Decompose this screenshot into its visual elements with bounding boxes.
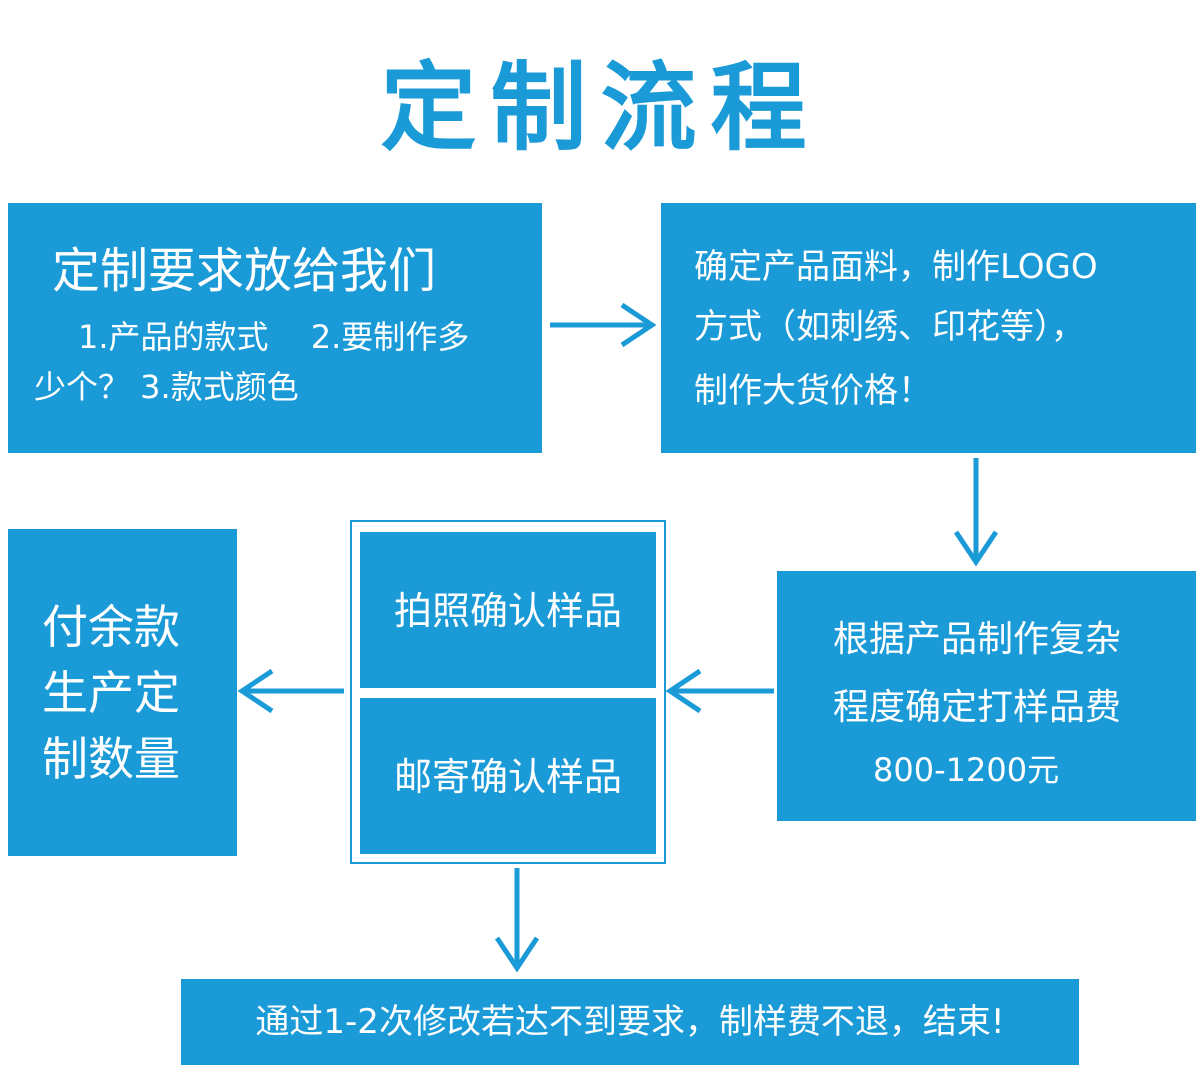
arrow-left-icon: [665, 668, 774, 714]
step-mail-confirm-label: 邮寄确认样品: [394, 755, 623, 799]
step-sample-fee: 根据产品制作复杂 程度确定打样品费 800-1200元: [777, 571, 1196, 821]
step-end-note-label: 通过1-2次修改若达不到要求，制样费不退，结束!: [255, 1002, 1005, 1042]
step-sample-fee-line: 程度确定打样品费: [833, 687, 1122, 728]
step-sample-fee-line: 根据产品制作复杂: [833, 619, 1122, 660]
step-end-note: 通过1-2次修改若达不到要求，制样费不退，结束!: [181, 979, 1079, 1065]
page-title: 定制流程: [380, 52, 821, 164]
arrow-down-icon: [953, 458, 999, 567]
arrow-left-icon: [237, 668, 344, 714]
arrow-right-icon: [550, 302, 657, 348]
step-pay-balance-line: 生产定: [42, 666, 180, 720]
step-pay-balance-line: 制数量: [42, 732, 180, 786]
step-photo-confirm: 拍照确认样品: [360, 532, 656, 688]
sample-confirm-group: [350, 520, 666, 864]
step-mail-confirm: 邮寄确认样品: [360, 698, 656, 854]
step-submit-requirements: 定制要求放给我们 1.产品的款式 2.要制作多 少个？ 3.款式颜色: [8, 203, 542, 453]
step-submit-requirements-line: 少个？ 3.款式颜色: [34, 368, 299, 406]
step-pay-balance: 付余款 生产定 制数量: [8, 529, 237, 856]
step-submit-requirements-heading: 定制要求放给我们: [52, 243, 437, 299]
step-photo-confirm-label: 拍照确认样品: [394, 589, 623, 633]
step-sample-fee-price: 800-1200元: [873, 751, 1060, 789]
step-pay-balance-line: 付余款: [42, 600, 180, 654]
step-confirm-material-line: 方式（如刺绣、印花等），: [694, 307, 1085, 347]
arrow-down-icon: [494, 868, 540, 973]
step-confirm-material-line: 制作大货价格！: [694, 371, 932, 411]
step-submit-requirements-line: 1.产品的款式 2.要制作多: [78, 318, 470, 356]
step-confirm-material-line: 确定产品面料，制作LOGO: [694, 247, 1098, 287]
step-confirm-material: 确定产品面料，制作LOGO 方式（如刺绣、印花等）， 制作大货价格！: [661, 203, 1196, 453]
